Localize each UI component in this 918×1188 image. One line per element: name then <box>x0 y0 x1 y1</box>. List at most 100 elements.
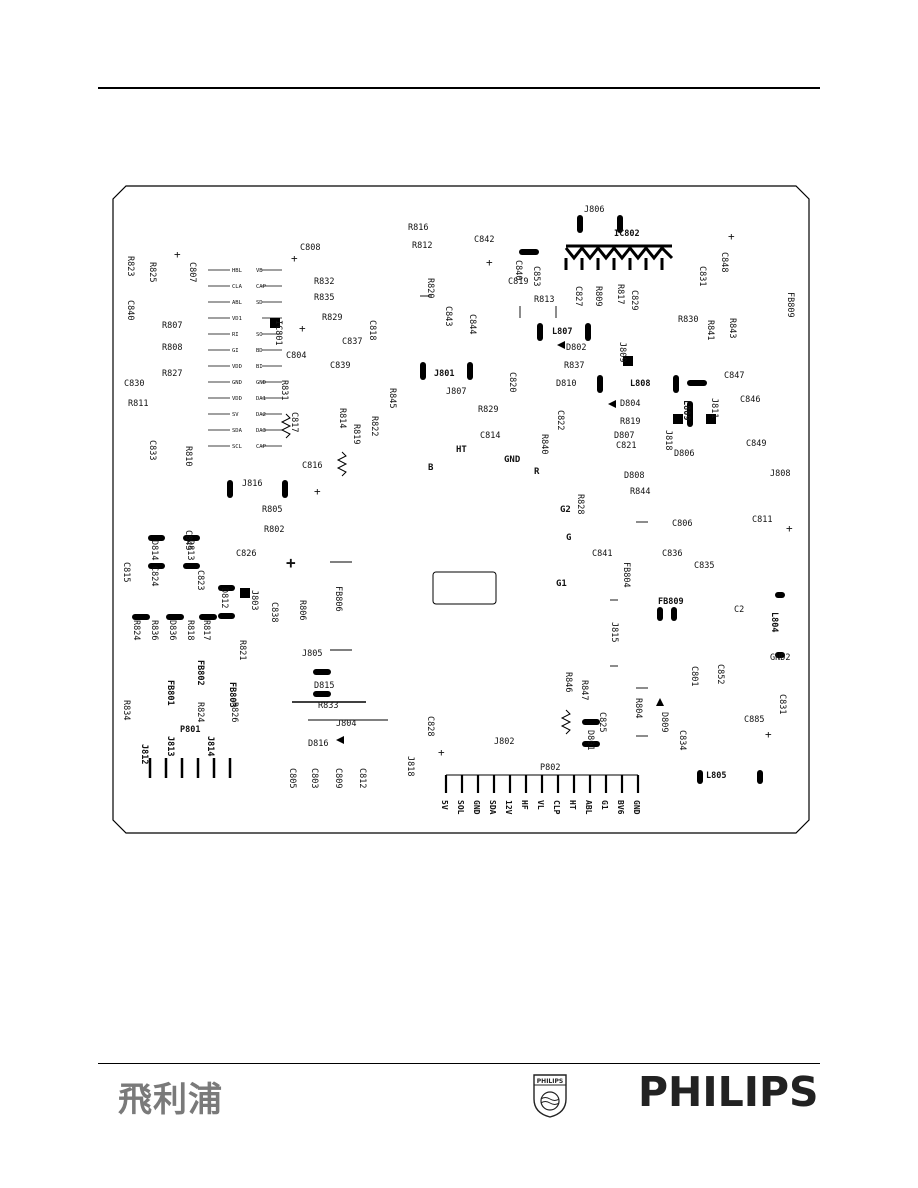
svg-text:HT: HT <box>568 800 577 810</box>
svg-text:CAP: CAP <box>256 284 267 290</box>
svg-text:+: + <box>438 746 445 759</box>
svg-text:12V: 12V <box>504 800 513 815</box>
svg-text:R821: R821 <box>237 640 247 660</box>
svg-text:+: + <box>486 256 493 269</box>
svg-text:C804: C804 <box>286 351 306 361</box>
svg-text:C840: C840 <box>513 260 523 280</box>
svg-text:R824: R824 <box>131 620 141 640</box>
svg-text:C819: C819 <box>508 277 528 287</box>
svg-text:R828: R828 <box>575 494 585 514</box>
svg-text:HBL: HBL <box>232 268 243 274</box>
svg-text:C842: C842 <box>474 235 494 245</box>
svg-text:IC801: IC801 <box>273 320 283 346</box>
svg-text:J808: J808 <box>770 469 790 479</box>
svg-text:+: + <box>765 728 772 741</box>
svg-text:R812: R812 <box>412 241 432 251</box>
svg-text:R834: R834 <box>121 700 131 720</box>
svg-text:R825: R825 <box>147 262 157 282</box>
p802-connector <box>444 774 640 793</box>
svg-text:C885: C885 <box>744 715 764 725</box>
shield-text: PHILIPS <box>537 1078 563 1085</box>
svg-text:L809: L809 <box>681 400 691 420</box>
svg-text:R808: R808 <box>162 343 182 353</box>
svg-text:DA2: DA2 <box>256 412 266 418</box>
svg-text:5V: 5V <box>440 800 449 810</box>
svg-text:C811: C811 <box>752 515 772 525</box>
svg-text:C852: C852 <box>715 664 725 684</box>
svg-text:ABL: ABL <box>584 800 593 815</box>
svg-text:C836: C836 <box>662 549 682 559</box>
svg-text:GI: GI <box>232 348 239 354</box>
svg-text:J812: J812 <box>139 744 149 764</box>
svg-text:D814: D814 <box>149 540 159 560</box>
svg-text:R817: R817 <box>615 284 625 304</box>
svg-text:R843: R843 <box>727 318 737 338</box>
svg-text:R844: R844 <box>630 487 650 497</box>
svg-text:DA1: DA1 <box>256 396 266 402</box>
svg-text:R805: R805 <box>262 505 282 515</box>
svg-text:J813: J813 <box>165 736 175 756</box>
svg-text:SV: SV <box>232 412 239 418</box>
svg-text:C833: C833 <box>147 440 157 460</box>
svg-text:GND: GND <box>472 800 481 815</box>
svg-text:R832: R832 <box>314 277 334 287</box>
p801-connector <box>148 758 232 778</box>
svg-text:C847: C847 <box>724 371 744 381</box>
svg-text:D816: D816 <box>308 739 328 749</box>
svg-text:FB803: FB803 <box>227 682 237 708</box>
svg-text:C831: C831 <box>697 266 707 286</box>
svg-text:GND: GND <box>632 800 641 815</box>
svg-text:R817: R817 <box>201 620 211 640</box>
svg-text:R813: R813 <box>534 295 554 305</box>
svg-text:CLA: CLA <box>232 284 243 290</box>
svg-text:R846: R846 <box>563 672 573 692</box>
svg-text:+: + <box>291 252 298 265</box>
svg-text:C835: C835 <box>694 561 714 571</box>
svg-text:R816: R816 <box>408 223 428 233</box>
svg-text:C840: C840 <box>125 300 135 320</box>
svg-text:R814: R814 <box>337 408 347 428</box>
svg-text:+: + <box>728 230 735 243</box>
svg-text:D815: D815 <box>314 681 334 691</box>
svg-text:C814: C814 <box>480 431 500 441</box>
svg-text:D812: D812 <box>219 588 229 608</box>
svg-text:FB801: FB801 <box>165 680 175 706</box>
svg-text:R819: R819 <box>620 417 640 427</box>
svg-text:C807: C807 <box>187 262 197 282</box>
svg-text:D804: D804 <box>620 399 640 409</box>
svg-text:R818: R818 <box>185 620 195 640</box>
svg-text:FB809: FB809 <box>785 292 795 318</box>
svg-text:R826: R826 <box>229 702 239 722</box>
component-labels: IC802 J806 C842 R816 R812 C819 R813 C831… <box>121 205 795 788</box>
svg-text:C818: C818 <box>367 320 377 340</box>
svg-text:VDD: VDD <box>232 364 242 370</box>
svg-text:C839: C839 <box>330 361 350 371</box>
svg-text:C803: C803 <box>309 768 319 788</box>
svg-text:R820: R820 <box>425 278 435 298</box>
svg-text:+: + <box>174 248 181 261</box>
svg-text:C846: C846 <box>740 395 760 405</box>
svg-text:SOL: SOL <box>456 800 465 815</box>
svg-text:C831: C831 <box>777 694 787 714</box>
svg-text:J806: J806 <box>584 205 604 215</box>
svg-text:R824: R824 <box>195 702 205 722</box>
svg-text:R831: R831 <box>279 380 289 400</box>
svg-text:D810: D810 <box>556 379 576 389</box>
svg-text:R830: R830 <box>678 315 698 325</box>
brand-english-logo: PHILIPS <box>638 1068 819 1116</box>
svg-text:R822: R822 <box>369 416 379 436</box>
svg-text:C2: C2 <box>734 605 744 615</box>
ic801-pins <box>208 269 282 447</box>
svg-text:C815: C815 <box>121 562 131 582</box>
svg-text:D807: D807 <box>614 431 634 441</box>
philips-shield-icon: PHILIPS <box>533 1074 567 1118</box>
svg-text:+: + <box>299 322 306 335</box>
svg-text:J816: J816 <box>242 479 262 489</box>
svg-text:R835: R835 <box>314 293 334 303</box>
svg-text:VL: VL <box>536 800 545 810</box>
svg-text:SO: SO <box>256 332 263 338</box>
svg-text:RI: RI <box>232 332 239 338</box>
svg-text:R823: R823 <box>125 256 135 276</box>
